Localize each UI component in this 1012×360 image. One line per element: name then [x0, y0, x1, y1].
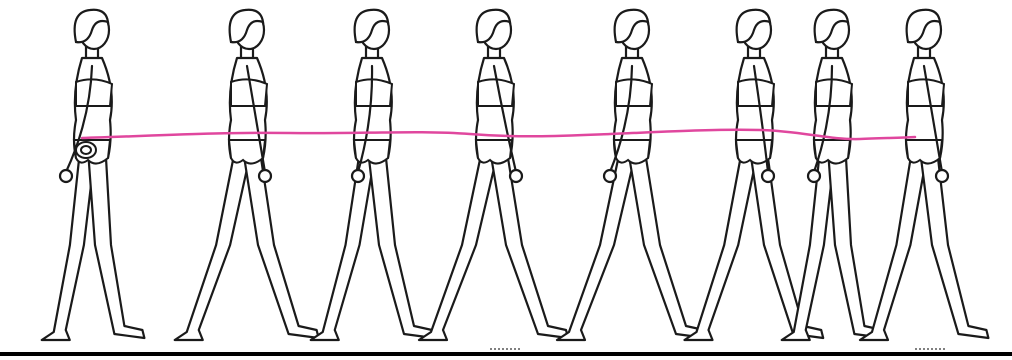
walker-frame-3 — [311, 10, 434, 340]
hand — [60, 170, 72, 182]
back-leg — [685, 150, 757, 340]
walker-frame-7 — [782, 10, 885, 340]
walker-frame-4 — [419, 10, 568, 340]
top — [616, 79, 652, 106]
hand — [808, 170, 820, 182]
top — [816, 79, 852, 106]
front-leg — [490, 150, 568, 338]
front-leg — [243, 150, 319, 338]
back-leg — [175, 150, 249, 340]
hand — [510, 170, 522, 182]
back-leg — [557, 150, 634, 340]
hand — [352, 170, 364, 182]
walker-frame-2 — [175, 10, 319, 340]
hand — [604, 170, 616, 182]
walker-frame-8 — [860, 10, 988, 340]
walker-frame-5 — [557, 10, 706, 340]
front-leg — [88, 150, 144, 338]
front-leg — [628, 150, 706, 338]
back-leg — [860, 150, 926, 340]
hand — [762, 170, 774, 182]
hip-sensor-icon — [76, 142, 96, 158]
top — [356, 79, 392, 106]
walker-frame-1 — [42, 10, 145, 340]
front-leg — [368, 150, 434, 338]
walker-figures — [42, 10, 989, 340]
front-leg — [920, 150, 988, 338]
hand — [259, 170, 271, 182]
back-leg — [419, 150, 496, 340]
front-leg — [828, 150, 884, 338]
hand — [936, 170, 948, 182]
briefs — [354, 140, 390, 164]
top — [76, 79, 112, 106]
briefs — [476, 140, 512, 164]
top — [478, 79, 514, 106]
